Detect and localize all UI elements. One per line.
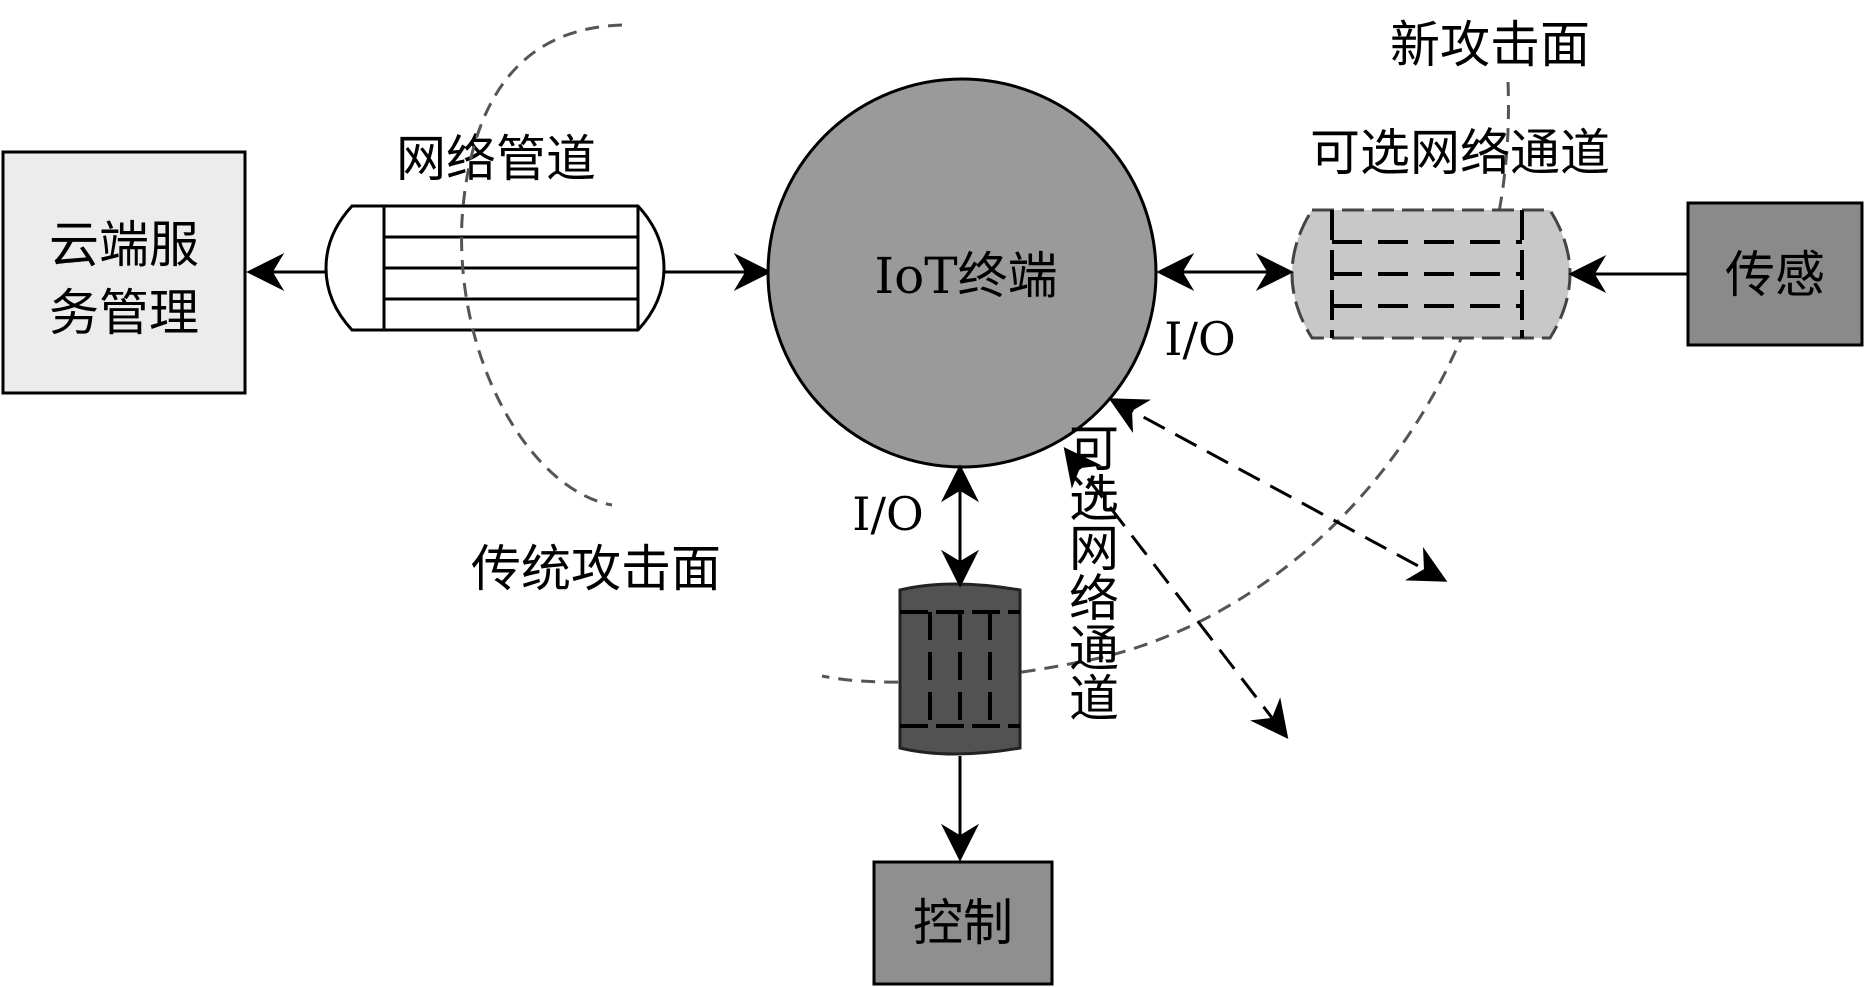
- dashed-arrow-upper: [1108, 398, 1448, 582]
- optional-channel-bottom-label-text: 可选网络通道: [1061, 422, 1119, 722]
- network-pipe-label: 网络管道: [396, 130, 596, 188]
- sensor-node: 传感: [1686, 201, 1864, 347]
- cloud-service-box: [1, 150, 247, 395]
- iot-terminal-node: IoT终端: [766, 77, 1158, 469]
- io-label-bottom: I/O: [852, 487, 923, 541]
- control-box: [872, 860, 1054, 986]
- control-node: 控制: [872, 860, 1054, 986]
- sensor-label: 传感: [1725, 246, 1825, 304]
- cloud-service-node: 云端服 务管理: [1, 150, 247, 395]
- io-label-right: I/O: [1164, 312, 1235, 366]
- new-attack-surface-label: 新攻击面: [1390, 16, 1590, 74]
- optional-channel-bottom-label: 可选网络通道: [1061, 422, 1119, 722]
- optional-channel-right: 可选网络通道: [1290, 124, 1610, 340]
- cloud-service-label-line2: 务管理: [49, 284, 199, 342]
- control-label: 控制: [913, 894, 1013, 952]
- cloud-service-label-line1: 云端服: [49, 216, 199, 274]
- optional-channel-bottom: [898, 582, 1022, 756]
- iot-terminal-label: IoT终端: [874, 247, 1057, 305]
- optional-channel-right-label: 可选网络通道: [1310, 124, 1610, 182]
- traditional-attack-surface-label: 传统攻击面: [471, 540, 721, 598]
- traditional-attack-surface-curve: [460, 23, 623, 507]
- dashed-arrow-lower: [1063, 446, 1289, 740]
- sensor-box: [1686, 201, 1864, 347]
- network-pipe: 网络管道: [324, 130, 666, 332]
